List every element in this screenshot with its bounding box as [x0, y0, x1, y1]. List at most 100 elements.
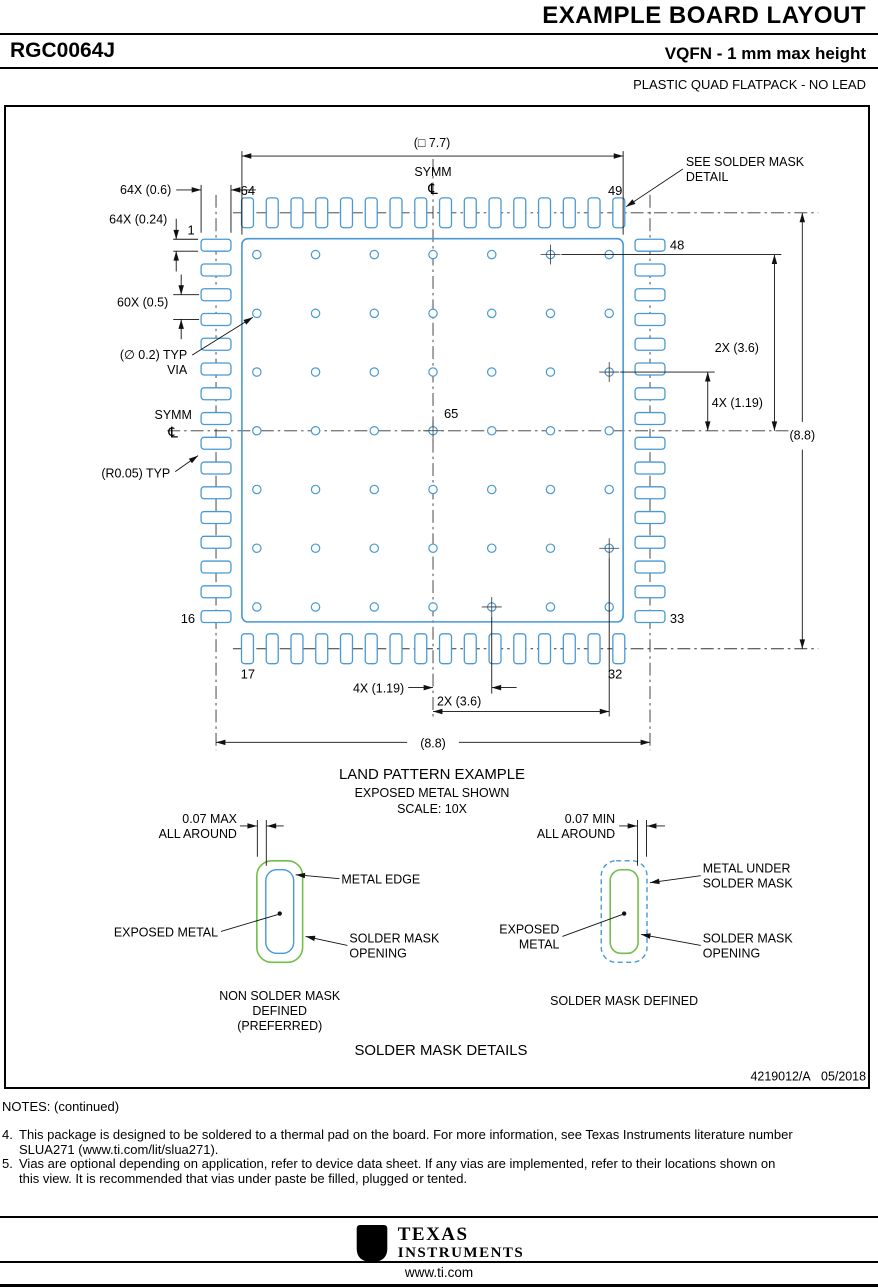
via — [486, 249, 497, 260]
via — [428, 484, 438, 495]
land-pattern-sub2: SCALE: 10X — [397, 802, 468, 816]
via-crosshair — [599, 538, 620, 559]
land-pad — [634, 263, 666, 277]
symm-label-left: SYMM — [155, 408, 192, 422]
land-pad — [200, 510, 232, 525]
exposed-metal-dot — [621, 911, 627, 916]
smd-dim-line1: 0.07 MIN — [565, 812, 615, 826]
land-pad — [634, 288, 666, 302]
smd-opening-line2: OPENING — [703, 946, 760, 960]
land-pad — [634, 312, 666, 327]
nsmd-opening-line2: OPENING — [349, 946, 406, 960]
footer-url-link[interactable]: www.ti.com — [404, 1265, 474, 1280]
land-pad — [200, 411, 232, 426]
note-item-4: 4. This package is designed to be solder… — [2, 1127, 794, 1158]
via — [486, 425, 497, 436]
nsmd-dim-line1: 0.07 MAX — [182, 812, 237, 826]
land-pad — [634, 461, 666, 475]
smd-caption: SOLDER MASK DEFINED — [550, 994, 698, 1008]
board-layout-frame: (□ 7.7) SYMM ℄ 64 49 SEE SOLDER MASK DET… — [4, 105, 870, 1089]
land-pad — [339, 197, 354, 229]
land-pad — [463, 633, 477, 665]
dim-label-88-bottom: (8.8) — [420, 736, 446, 750]
via — [369, 484, 380, 495]
nsmd-opening-line1: SOLDER MASK — [349, 931, 440, 945]
via — [252, 602, 262, 612]
via — [252, 425, 262, 436]
land-pad — [200, 560, 232, 574]
via — [486, 308, 497, 319]
note-text: This package is designed to be soldered … — [19, 1127, 793, 1157]
via — [545, 602, 556, 612]
land-pad — [438, 197, 453, 229]
see-solder-mask-detail-line2: DETAIL — [686, 170, 729, 184]
footer-rule-mid — [0, 1261, 878, 1263]
via — [604, 308, 614, 319]
via — [545, 543, 556, 554]
note-item-5: 5. Vias are optional depending on applic… — [2, 1156, 794, 1187]
land-pad — [414, 197, 428, 229]
pin-48-label: 48 — [670, 238, 684, 253]
exposed-metal-dot — [277, 911, 282, 916]
land-pad — [513, 633, 527, 665]
land-pad — [587, 197, 601, 229]
metal-under-label-line2: SOLDER MASK — [703, 877, 794, 891]
via — [545, 367, 556, 377]
via-diameter-label-line2: VIA — [167, 363, 188, 377]
via — [252, 543, 262, 554]
land-pad — [339, 633, 354, 665]
smd-exposed-line2: METAL — [519, 937, 560, 951]
footer-rule-top — [0, 1216, 878, 1218]
solder-mask-details-title: SOLDER MASK DETAILS — [354, 1042, 527, 1059]
smd-opening-line1: SOLDER MASK — [703, 931, 794, 945]
land-pad — [290, 197, 304, 229]
land-pad — [200, 461, 232, 475]
via — [545, 308, 556, 319]
nsmd-caption-line3: (PREFERRED) — [237, 1019, 322, 1033]
dim-label-overall-square: (□ 7.7) — [414, 136, 451, 150]
smd-dim-line2: ALL AROUND — [537, 827, 615, 841]
via — [252, 249, 262, 260]
page-title: EXAMPLE BOARD LAYOUT — [542, 2, 866, 29]
via — [604, 425, 614, 436]
via-crosshair — [481, 597, 502, 617]
land-pad — [562, 633, 576, 665]
land-pad — [200, 535, 232, 549]
via — [428, 367, 438, 377]
pin-1-label: 1 — [188, 223, 195, 238]
via — [310, 602, 321, 612]
land-pad — [537, 633, 552, 665]
drawing-labels: (□ 7.7) SYMM ℄ 64 49 SEE SOLDER MASK DET… — [101, 136, 815, 816]
land-pad — [200, 486, 232, 500]
bottom-rule — [0, 1284, 878, 1287]
see-solder-mask-detail-line1: SEE SOLDER MASK — [686, 155, 805, 169]
via-crosshair — [540, 244, 561, 265]
dim-label-pad-length: 64X (0.6) — [120, 183, 171, 197]
dim-label-2x-right: 2X (3.6) — [715, 341, 759, 355]
land-pad — [200, 585, 232, 599]
header-rule-2 — [0, 67, 878, 69]
nsmd-detail — [220, 819, 348, 964]
dimension-lines — [173, 151, 806, 746]
via — [545, 425, 556, 436]
svg-text:ti: ti — [368, 1241, 375, 1253]
centerline-symbol-top-icon: ℄ — [427, 180, 438, 198]
via — [428, 249, 438, 260]
land-pad — [389, 197, 403, 229]
land-pad — [200, 288, 232, 302]
via — [545, 484, 556, 495]
dim-label-88-right: (8.8) — [790, 429, 816, 443]
centerline-symbol-left-icon: ℄ — [167, 424, 178, 442]
smd-detail — [562, 819, 701, 964]
land-pad — [200, 436, 232, 450]
land-pad — [240, 197, 255, 229]
dim-label-pad-pitch: 60X (0.5) — [117, 295, 168, 309]
smd-exposed-line1: EXPOSED — [499, 922, 559, 936]
land-pad — [389, 633, 403, 665]
land-pad — [634, 585, 666, 599]
via — [369, 425, 380, 436]
package-description: PLASTIC QUAD FLATPACK - NO LEAD — [633, 77, 866, 92]
land-pad — [488, 197, 502, 229]
dim-label-pad-width: 64X (0.24) — [109, 213, 167, 227]
